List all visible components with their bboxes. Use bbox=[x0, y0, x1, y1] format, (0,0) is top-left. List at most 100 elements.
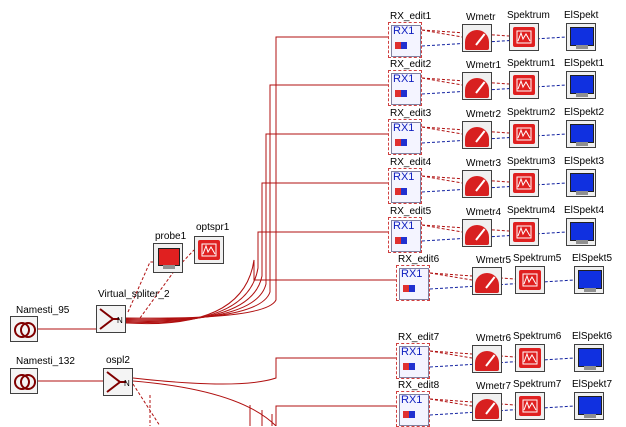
receiver-inner bbox=[399, 268, 429, 300]
receiver-block[interactable]: RX1 bbox=[396, 343, 430, 379]
wattmeter-block[interactable] bbox=[462, 72, 492, 100]
laser-source-block-1[interactable] bbox=[10, 316, 38, 342]
wattmeter-block[interactable] bbox=[472, 267, 502, 295]
link-rx-elspekt[interactable] bbox=[421, 84, 567, 95]
receiver-diode-red bbox=[403, 363, 409, 370]
link-rx-elspekt[interactable] bbox=[421, 36, 567, 47]
receiver-block[interactable]: RX1 bbox=[396, 265, 430, 301]
spectrum-label: Spektrum2 bbox=[507, 107, 556, 118]
monitor-icon bbox=[570, 75, 594, 94]
el-spectrum-label: ElSpekt5 bbox=[572, 253, 613, 264]
link-splitter-receiver[interactable] bbox=[125, 231, 388, 324]
monitor-stand bbox=[576, 142, 588, 146]
link-splitter-optspr[interactable] bbox=[139, 249, 195, 319]
link-rx-wattmeter[interactable] bbox=[429, 272, 473, 281]
link-rx-spectrum[interactable] bbox=[421, 224, 510, 232]
spectrum-icon bbox=[516, 127, 532, 141]
optical-spectrum-block[interactable] bbox=[194, 236, 224, 264]
link-rx-spectrum[interactable] bbox=[421, 77, 510, 85]
wattmeter-label: Wmetr2 bbox=[466, 109, 501, 120]
wattmeter-block[interactable] bbox=[462, 121, 492, 149]
monitor-stand bbox=[576, 93, 588, 97]
link-rx-spectrum[interactable] bbox=[421, 126, 510, 134]
wattmeter-block[interactable] bbox=[462, 24, 492, 52]
wattmeter-label: Wmetr4 bbox=[466, 207, 501, 218]
electrical-spectrum-block[interactable] bbox=[574, 392, 604, 420]
link-rx-wattmeter[interactable] bbox=[421, 175, 463, 184]
receiver-text: RX1 bbox=[393, 171, 415, 183]
spectrum-analyzer-block[interactable] bbox=[509, 169, 539, 197]
link-rx-wattmeter[interactable] bbox=[429, 350, 473, 359]
spectrum-label: Spektrum6 bbox=[513, 331, 562, 342]
link-splitter-receiver[interactable] bbox=[125, 133, 388, 321]
spectrum-analyzer-block[interactable] bbox=[515, 266, 545, 294]
receiver-block[interactable]: RX1 bbox=[388, 22, 422, 58]
link-rx-spectrum[interactable] bbox=[421, 175, 510, 183]
receiver-diode-blue bbox=[409, 363, 415, 370]
link-rx-elspekt[interactable] bbox=[421, 231, 567, 242]
link-rx-elspekt[interactable] bbox=[421, 182, 567, 193]
el-spectrum-label: ElSpekt7 bbox=[572, 379, 613, 390]
el-spectrum-label: ElSpekt bbox=[564, 10, 599, 21]
electrical-spectrum-block[interactable] bbox=[566, 120, 596, 148]
link-rx-wattmeter[interactable] bbox=[429, 398, 473, 407]
spectrum-label: Spektrum7 bbox=[513, 379, 562, 390]
receiver-block[interactable]: RX1 bbox=[388, 119, 422, 155]
electrical-spectrum-block[interactable] bbox=[574, 344, 604, 372]
link-bottom-stubs[interactable] bbox=[249, 405, 273, 426]
receiver-block[interactable]: RX1 bbox=[388, 168, 422, 204]
link-splitter2-receiver[interactable] bbox=[132, 380, 396, 426]
receiver-block[interactable]: RX1 bbox=[388, 217, 422, 253]
electrical-spectrum-block[interactable] bbox=[566, 71, 596, 99]
receiver-text: RX1 bbox=[401, 394, 423, 406]
wattmeter-block[interactable] bbox=[472, 393, 502, 421]
wattmeter-block[interactable] bbox=[462, 219, 492, 247]
spectrum-icon bbox=[516, 78, 532, 92]
splitter-block-2[interactable]: N bbox=[103, 368, 133, 396]
spectrum-analyzer-block[interactable] bbox=[509, 218, 539, 246]
link-rx-wattmeter[interactable] bbox=[421, 126, 463, 135]
probe-monitor-block[interactable] bbox=[153, 243, 183, 273]
electrical-spectrum-block[interactable] bbox=[566, 169, 596, 197]
link-rx-elspekt[interactable] bbox=[429, 357, 575, 368]
electrical-spectrum-block[interactable] bbox=[574, 266, 604, 294]
el-spectrum-label: ElSpekt3 bbox=[564, 156, 605, 167]
link-rx-elspekt[interactable] bbox=[429, 279, 575, 290]
spectrum-analyzer-block[interactable] bbox=[515, 392, 545, 420]
spectrum-analyzer-block[interactable] bbox=[515, 344, 545, 372]
link-splitter2-down[interactable] bbox=[132, 383, 161, 426]
receiver-block[interactable]: RX1 bbox=[388, 70, 422, 106]
laser-source-block-2[interactable] bbox=[10, 368, 38, 394]
link-splitter-receiver[interactable] bbox=[125, 36, 388, 319]
wattmeter-label: Wmetr6 bbox=[476, 333, 511, 344]
wattmeter-label: Wmetr bbox=[466, 12, 496, 23]
receiver-block[interactable]: RX1 bbox=[396, 391, 430, 427]
spectrum-analyzer-block[interactable] bbox=[509, 71, 539, 99]
link-splitter-receiver[interactable] bbox=[125, 182, 388, 322]
link-splitter2-receiver[interactable] bbox=[132, 357, 396, 385]
receiver-inner bbox=[391, 171, 421, 203]
receiver-diode-blue bbox=[401, 90, 407, 97]
link-splitter-receiver[interactable] bbox=[125, 259, 396, 325]
electrical-spectrum-block[interactable] bbox=[566, 23, 596, 51]
monitor-stand bbox=[584, 366, 596, 370]
spectrum-analyzer-block[interactable] bbox=[509, 120, 539, 148]
spectrum-label: Spektrum3 bbox=[507, 156, 556, 167]
coil-icon bbox=[20, 322, 36, 338]
link-splitter-receiver[interactable] bbox=[125, 84, 388, 320]
el-spectrum-label: ElSpekt4 bbox=[564, 205, 605, 216]
wattmeter-block[interactable] bbox=[472, 345, 502, 373]
link-rx-wattmeter[interactable] bbox=[421, 29, 463, 38]
wattmeter-block[interactable] bbox=[462, 170, 492, 198]
link-rx-elspekt[interactable] bbox=[421, 133, 567, 144]
link-splitter-probe[interactable] bbox=[127, 261, 153, 313]
link-rx-wattmeter[interactable] bbox=[421, 77, 463, 86]
link-rx-wattmeter[interactable] bbox=[421, 224, 463, 233]
electrical-spectrum-block[interactable] bbox=[566, 218, 596, 246]
wattmeter-label: Wmetr7 bbox=[476, 381, 511, 392]
link-rx-elspekt[interactable] bbox=[429, 405, 575, 416]
spectrum-analyzer-block[interactable] bbox=[509, 23, 539, 51]
receiver-inner bbox=[399, 346, 429, 378]
link-rx-spectrum[interactable] bbox=[421, 29, 510, 37]
splitter-block-1[interactable]: N bbox=[96, 305, 126, 333]
